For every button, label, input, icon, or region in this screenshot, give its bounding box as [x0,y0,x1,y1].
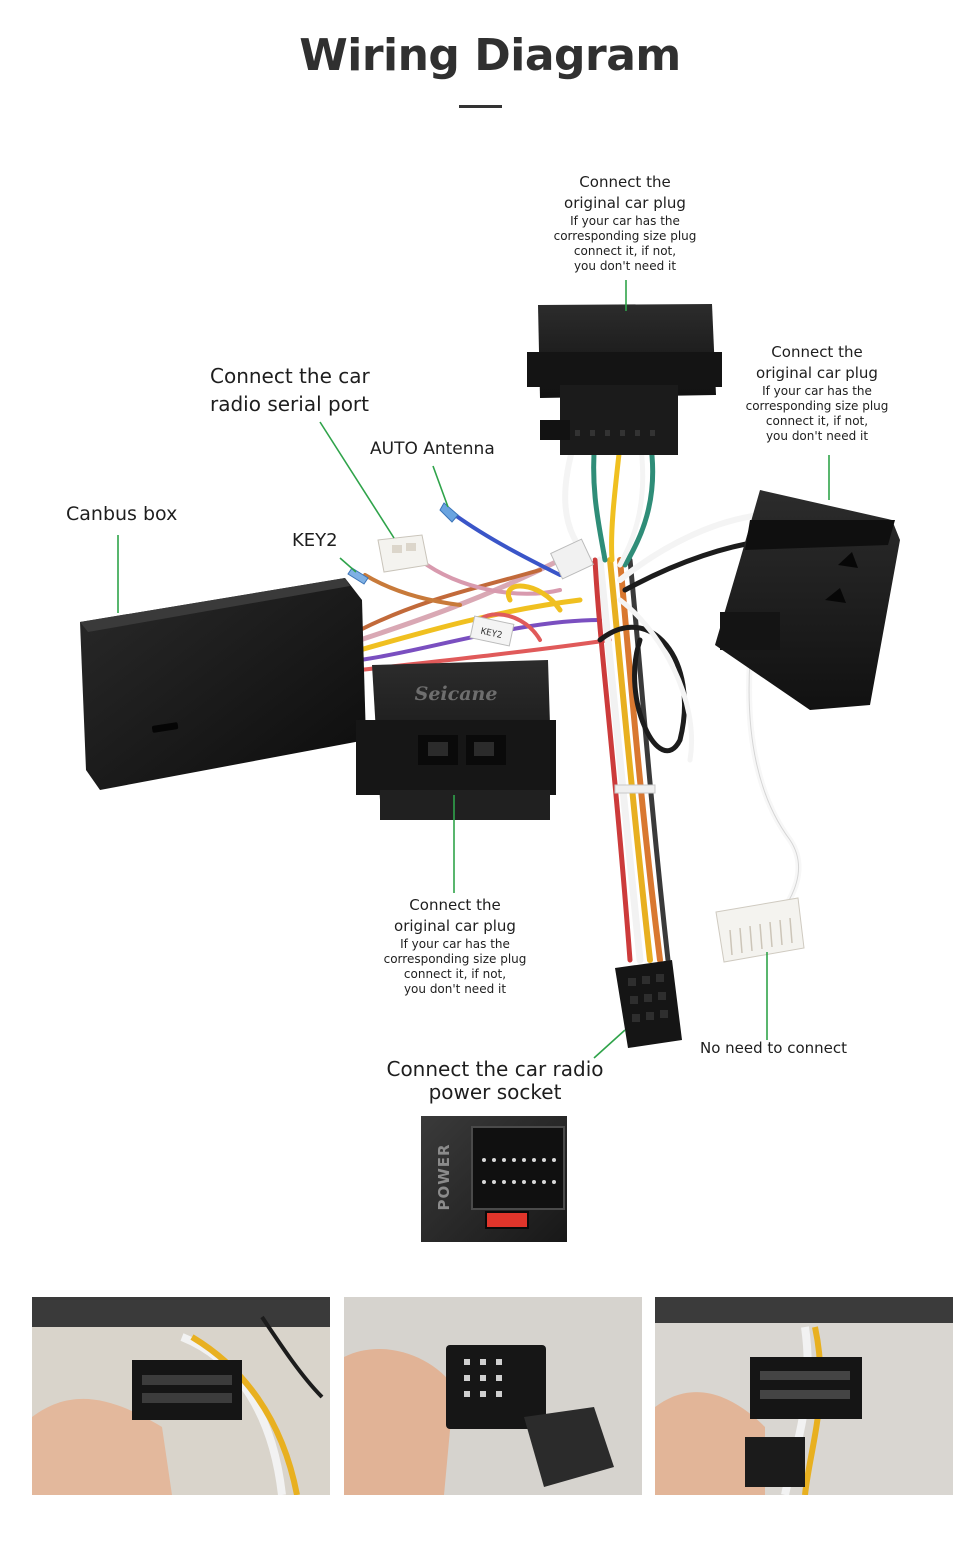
leader-lines [117,280,830,1059]
socket-pins [479,1154,559,1194]
radio-power-plug [615,960,682,1048]
label-power-socket: Connect the car radio power socket [386,1057,604,1104]
wire-tag [550,538,594,580]
photo-connector-1 [32,1297,330,1495]
label-bottom-plug: Connect the original car plug If your ca… [383,896,527,996]
photo-connector-3 [655,1297,953,1495]
serial-port-plug [377,534,429,573]
cable-tie [614,784,656,794]
key2-tag [469,615,515,647]
socket-fuse [485,1211,529,1229]
connector-brand-text: Seicane [415,683,498,705]
right-connector [715,490,900,710]
no-need-connector [715,897,805,963]
label-right-plug: Connect the original car plug If your ca… [745,343,889,443]
wire-bundle [357,437,802,964]
label-serial-port: Connect the car radio serial port [210,364,370,416]
key2-tip [347,567,369,585]
page-title: Wiring Diagram [299,30,681,81]
title-underline [459,105,502,108]
label-canbus-box: Canbus box [66,503,178,525]
auto-antenna-tip [439,502,459,523]
label-no-need: No need to connect [700,1039,848,1057]
label-auto-antenna: AUTO Antenna [370,439,495,459]
label-top-plug: Connect the original car plug If your ca… [553,173,697,273]
power-socket-photo: POWER [421,1116,567,1242]
key2-tag-text: KEY2 [480,627,503,641]
socket-power-label: POWER [435,1143,453,1211]
wiring-harness-illustration: Seicane [80,280,900,1059]
label-key2: KEY2 [292,530,338,551]
photo-connector-2 [344,1297,642,1495]
canbus-box [80,578,366,790]
bottom-connector [356,660,556,820]
top-connector [527,304,722,455]
